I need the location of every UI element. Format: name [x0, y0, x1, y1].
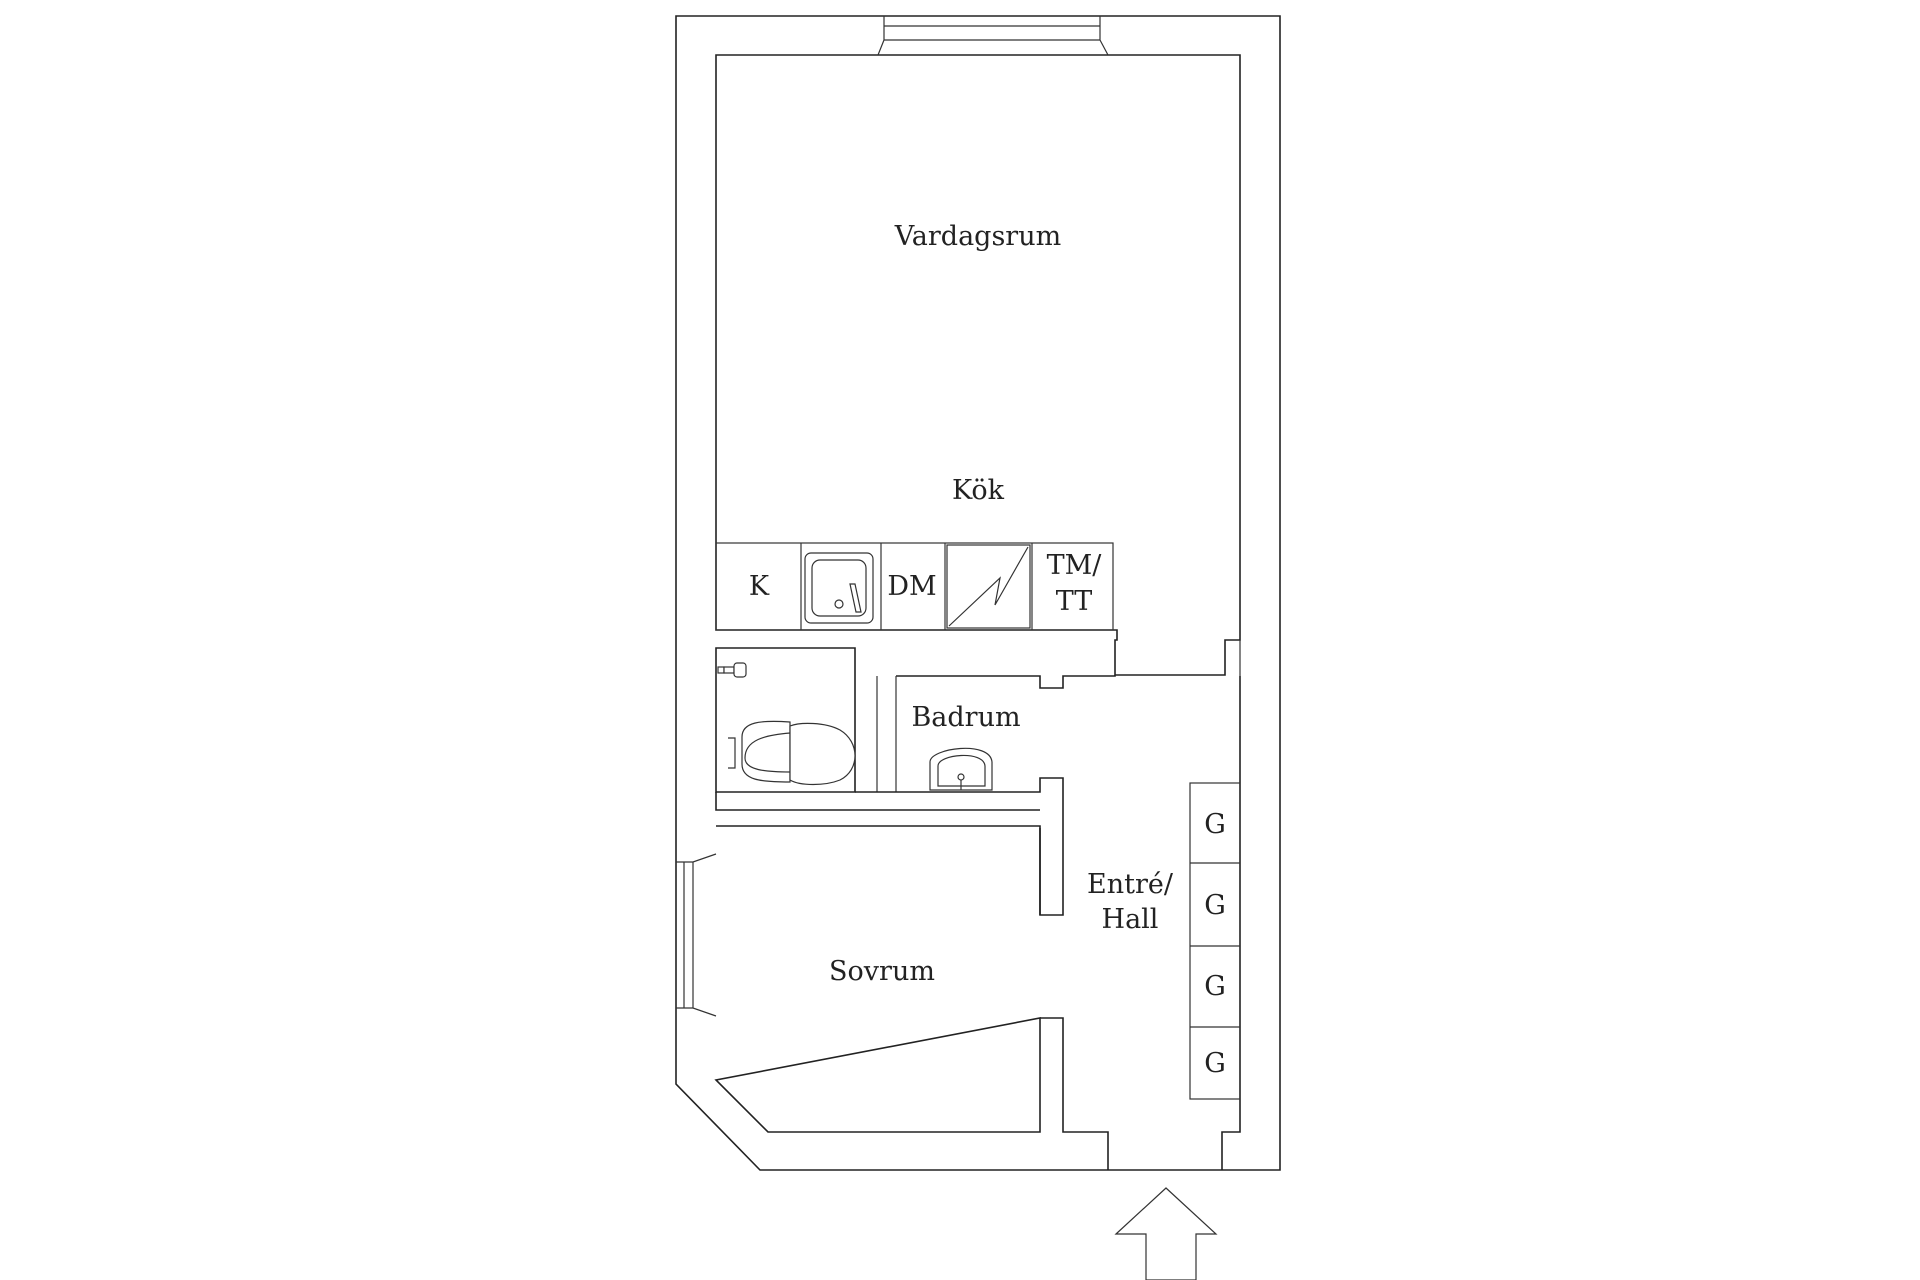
kitchen-unit-fridge: K — [749, 571, 770, 602]
bathroom-interior-east — [896, 675, 1116, 689]
room-label-hall-line2: Hall — [1102, 904, 1159, 935]
living-kitchen-interior — [715, 54, 1241, 676]
wardrobe-stack — [1189, 782, 1241, 1100]
room-label-kitchen: Kök — [952, 475, 1005, 506]
bedroom-window — [676, 853, 717, 1017]
entrance-arrow-icon — [1114, 1187, 1218, 1280]
bedroom-interior — [714, 825, 1041, 1133]
top-window — [877, 16, 1109, 56]
room-label-bedroom: Sovrum — [829, 956, 935, 987]
wardrobe-label: G — [1204, 971, 1226, 1002]
wall-fitting-icon — [717, 662, 747, 678]
kitchen-unit-washer-line1: TM/ — [1047, 550, 1103, 581]
kitchen-unit-washer-line2: TT — [1056, 586, 1093, 617]
kitchen-counter — [715, 542, 1114, 631]
wardrobe-label: G — [1204, 809, 1226, 840]
sink-icon — [804, 552, 874, 624]
toilet-icon — [728, 720, 856, 786]
stove-icon — [946, 544, 1031, 629]
washbasin-icon — [929, 747, 993, 791]
room-label-hall-line1: Entré/ — [1087, 869, 1174, 900]
wardrobe-label: G — [1204, 890, 1226, 921]
outer-wall — [675, 15, 1281, 1171]
wardrobe-label: G — [1204, 1048, 1226, 1079]
kitchen-unit-dishwasher: DM — [887, 571, 936, 602]
room-label-living: Vardagsrum — [894, 221, 1061, 252]
room-label-bathroom: Badrum — [911, 702, 1020, 733]
